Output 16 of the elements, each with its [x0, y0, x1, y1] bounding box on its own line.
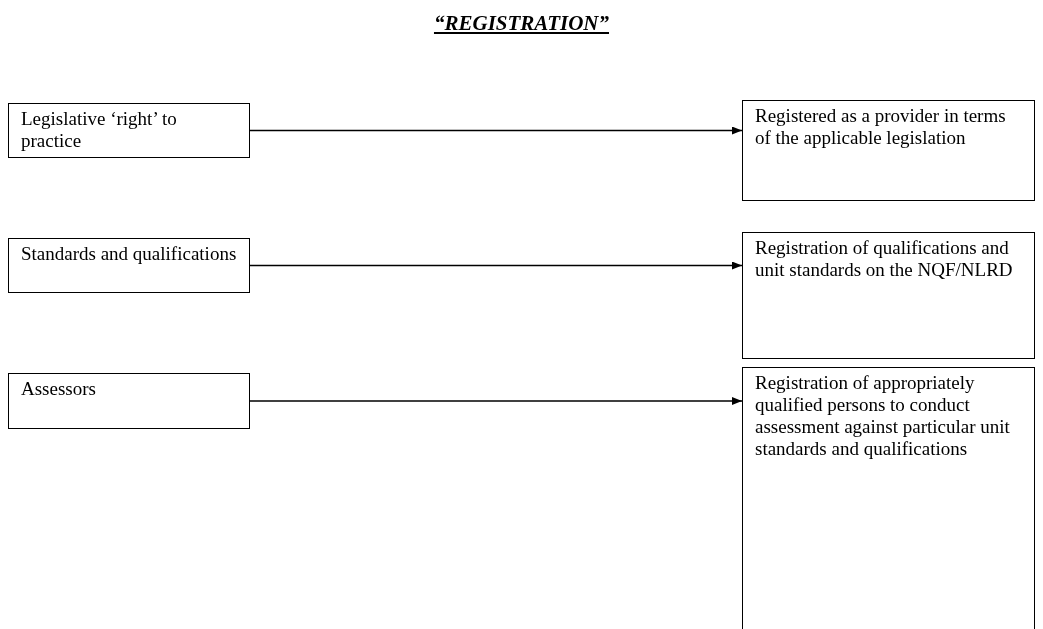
box-text: Registered as a provider in terms of the applicable legislation — [755, 105, 1007, 149]
box-text: Assessors — [21, 378, 97, 400]
text-box — [742, 100, 1035, 201]
box-text: Registration of qualifications and unit standards on the NQF/NLRD — [755, 237, 1014, 281]
text-box — [742, 232, 1035, 359]
box-text: Legislative ‘right’ to practice — [21, 108, 178, 152]
text-box — [8, 103, 250, 158]
diagram-title: “REGISTRATION” — [433, 10, 609, 37]
box-text: Standards and qualifications — [21, 243, 237, 265]
text-box — [8, 373, 250, 429]
box-text: Registration of appropriately qualified persons to conduct assessment against particular unit standards and qualifications — [755, 372, 1011, 460]
text-box — [742, 367, 1035, 629]
arrow — [249, 397, 743, 405]
text-box — [8, 238, 250, 293]
arrow — [249, 126, 743, 135]
arrow — [249, 261, 743, 270]
